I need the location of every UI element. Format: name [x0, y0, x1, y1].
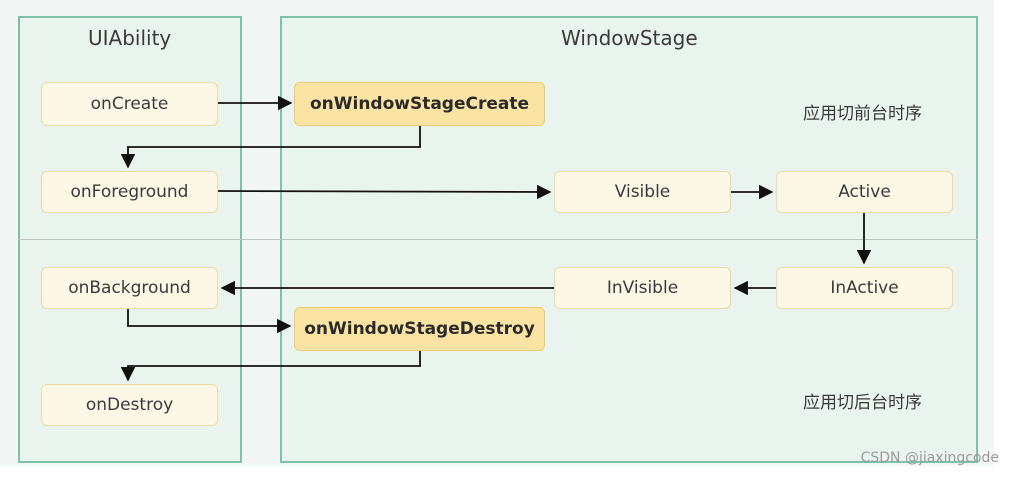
- arrow-onforeground-to-visible: [217, 184, 552, 200]
- node-inactive: InActive: [776, 267, 953, 309]
- uiability-title: UIAbility: [88, 26, 172, 50]
- node-on-create: onCreate: [41, 82, 218, 126]
- note-background-sequence: 应用切后台时序: [803, 393, 922, 413]
- watermark: CSDN @jiaxingcode: [860, 450, 999, 466]
- arrow-onwindowstagedestroy-to-ondestroy: [120, 351, 421, 382]
- foreground-background-divider: [18, 239, 978, 240]
- node-active: Active: [776, 171, 953, 213]
- node-visible: Visible: [554, 171, 731, 213]
- windowstage-title: WindowStage: [561, 26, 698, 50]
- arrow-onwindowstagecreate-to-onforeground: [120, 126, 421, 169]
- arrow-onbackground-to-onwindowstagedestroy: [127, 309, 292, 334]
- node-on-foreground: onForeground: [41, 171, 218, 213]
- node-on-destroy: onDestroy: [41, 384, 218, 426]
- node-on-window-stage-create: onWindowStageCreate: [294, 82, 545, 126]
- note-foreground-sequence: 应用切前台时序: [803, 104, 922, 124]
- node-on-window-stage-destroy: onWindowStageDestroy: [294, 307, 545, 351]
- node-invisible: InVisible: [554, 267, 731, 309]
- node-on-background: onBackground: [41, 267, 218, 309]
